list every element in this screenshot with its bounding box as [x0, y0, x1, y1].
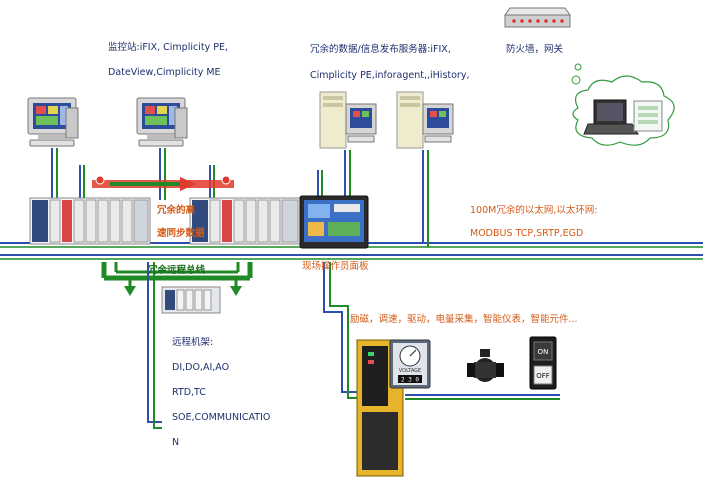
field-devices-label: 励磁，调速，驱动，电量采集，智能仪表，智能元件... — [350, 314, 578, 325]
redundant-sync-label-line2: 速同步数据 — [157, 228, 205, 239]
server-label-line2: Cimplicity PE,inforagent,,iHistory, — [310, 70, 470, 81]
plc-rack-1-icon — [29, 197, 151, 245]
redundant-sync-label-line1: 冗余的高 — [157, 205, 196, 216]
remote-screen-icon — [633, 100, 663, 132]
monitor-station-label-line1: 监控站:iFIX, Cimplicity PE, — [108, 42, 228, 53]
ethernet-label-line1: 100M冗余的以太网,以太环网: — [470, 205, 598, 216]
plc-drop-cables — [79, 165, 323, 200]
meter-value: 2 3 0 — [401, 377, 419, 384]
plc-rack-2-icon — [189, 197, 301, 245]
remote-io-line3: SOE,COMMUNICATIO — [172, 412, 271, 423]
firewall-gateway-icon — [504, 7, 571, 28]
remote-io-line1: DI,DO,AI,AO — [172, 362, 230, 373]
redundant-sync-link — [92, 175, 234, 191]
field-device-link — [323, 262, 560, 400]
firewall-label: 防火墙，网关 — [506, 44, 564, 55]
server-2-icon — [396, 91, 454, 149]
off-button-label: OFF — [536, 372, 550, 380]
remote-rack-title: 远程机架: — [172, 337, 214, 348]
operator-panel-icon — [299, 195, 369, 249]
monitor-workstation-2-icon — [136, 97, 188, 147]
remote-io-cables — [147, 262, 162, 429]
field-panel-label: 现场操作员面板 — [302, 261, 369, 272]
remote-io-line4: N — [172, 437, 180, 448]
valve-icon — [467, 349, 504, 382]
laptop-icon — [583, 99, 639, 135]
meter-label: VOLTAGE — [399, 368, 421, 374]
on-button-label: ON — [538, 348, 549, 356]
monitor-drop-cables — [51, 148, 166, 200]
drive-cabinet-icon — [356, 339, 404, 477]
server-label-line1: 冗余的数据/信息发布服务器:iFIX, — [310, 44, 451, 55]
remote-bus — [101, 262, 253, 296]
monitor-workstation-1-icon — [27, 97, 79, 147]
remote-io-line2: RTD,TC — [172, 387, 206, 398]
remote-bus-label: 冗余远程总线 — [148, 265, 206, 276]
remote-rack-icon — [161, 286, 221, 314]
server-1-icon — [319, 91, 377, 149]
ethernet-label-line2: MODBUS TCP,SRTP,EGD — [470, 228, 584, 239]
meter-device-icon: VOLTAGE 2 3 0 — [389, 339, 431, 389]
monitor-station-label-line2: DateView,Cimplicity ME — [108, 67, 221, 78]
on-off-switch-icon: ON OFF — [529, 336, 557, 390]
